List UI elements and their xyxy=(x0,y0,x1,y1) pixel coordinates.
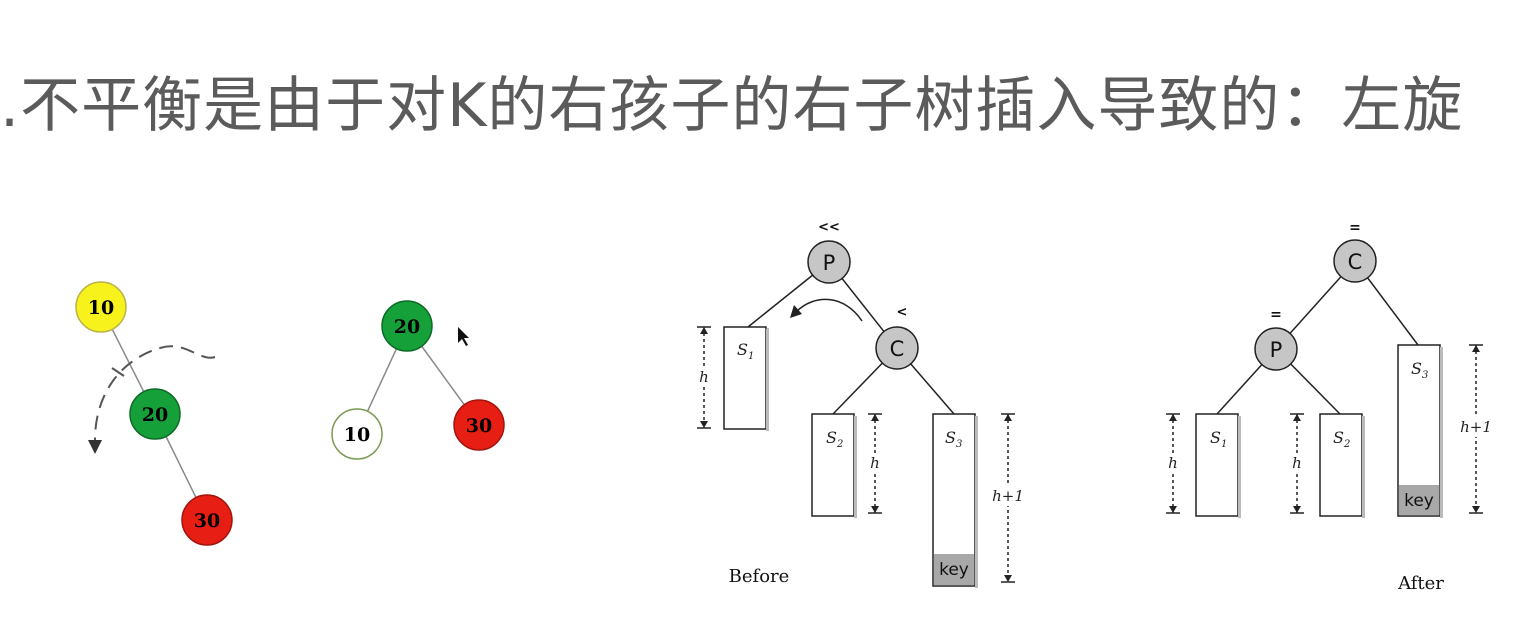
svg-text:S3: S3 xyxy=(1411,359,1428,381)
avl-before-s1-index: 1 xyxy=(748,351,754,362)
rb-node-30-right: 30 xyxy=(453,399,505,451)
avl-rotation-arrow xyxy=(795,298,863,322)
svg-text:S2: S2 xyxy=(826,428,843,450)
avl-after-node-p-label: P xyxy=(1270,338,1283,362)
svg-text:S1: S1 xyxy=(1210,428,1227,450)
avl-before-tree: P << C < S1 S2 S3 key xyxy=(697,220,1028,588)
mouse-cursor-icon xyxy=(458,327,469,346)
rb-node-30-right-label: 30 xyxy=(466,415,492,437)
rotation-arrow-dashed xyxy=(94,345,216,441)
avl-after-key-label: key xyxy=(1404,491,1434,511)
avl-after-s2-letter: S xyxy=(1333,428,1344,447)
rb-node-20-root: 20 xyxy=(381,300,433,352)
avl-after-s3-index: 3 xyxy=(1422,370,1428,381)
avl-before-s1-letter: S xyxy=(737,340,748,359)
avl-before-caption: Before xyxy=(729,566,790,587)
avl-after-height-h3: h+1 xyxy=(1456,344,1496,514)
slide-title: .不平衡是由于对K的右孩子的右子树插入导致的：左旋 xyxy=(0,71,1464,141)
svg-text:S2: S2 xyxy=(1333,428,1350,450)
avl-after-subtree-s2: S2 xyxy=(1319,413,1365,518)
avl-before-node-c-label: C xyxy=(890,337,905,361)
rb-after-tree: 20 10 30 xyxy=(331,300,505,460)
avl-before-node-c: C xyxy=(875,326,919,370)
avl-after-height-h2: h xyxy=(1290,413,1304,514)
avl-after-h2-label: h xyxy=(1292,454,1302,472)
avl-after-node-p: P xyxy=(1254,327,1298,371)
avl-before-subtree-s3: S3 key xyxy=(932,413,978,588)
rotation-arrow-tick xyxy=(111,367,125,377)
rb-node-10: 10 xyxy=(75,281,127,333)
avl-after-h3-label: h+1 xyxy=(1460,418,1492,436)
avl-before-s2-index: 2 xyxy=(836,439,843,450)
avl-before-height-h2: h xyxy=(868,413,882,514)
rb-node-10-left: 10 xyxy=(331,408,383,460)
avl-before-s3-letter: S xyxy=(945,428,956,447)
avl-after-node-c-label: C xyxy=(1348,250,1363,274)
avl-before-s3-index: 3 xyxy=(956,439,962,450)
avl-after-subtree-s1: S1 xyxy=(1195,413,1241,518)
rb-node-20-root-label: 20 xyxy=(394,316,420,338)
avl-before-height-h3: h+1 xyxy=(988,413,1028,583)
rb-node-20: 20 xyxy=(129,388,181,440)
rb-node-10-left-label: 10 xyxy=(344,424,370,446)
rb-before-tree: 10 20 30 xyxy=(75,281,233,546)
avl-after-mark-c: = xyxy=(1349,220,1361,236)
rb-node-10-label: 10 xyxy=(88,297,114,319)
rb-node-30: 30 xyxy=(181,494,233,546)
avl-before-s2-letter: S xyxy=(826,428,837,447)
avl-after-height-h1: h xyxy=(1166,413,1180,514)
avl-before-key-label: key xyxy=(939,560,969,580)
avl-after-mark-p: = xyxy=(1270,307,1282,323)
avl-after-caption: After xyxy=(1397,573,1444,594)
avl-before-mark-c: < xyxy=(897,305,908,320)
rb-node-30-label: 30 xyxy=(194,510,220,532)
avl-after-node-c: C xyxy=(1333,239,1377,283)
avl-after-s2-index: 2 xyxy=(1343,439,1350,450)
rotation-arrow-head xyxy=(88,440,102,454)
avl-before-h3-label: h+1 xyxy=(992,487,1024,505)
avl-before-subtree-s2: S2 xyxy=(811,413,857,518)
avl-after-s1-letter: S xyxy=(1210,428,1221,447)
avl-before-node-p: P xyxy=(807,240,851,284)
avl-before-h1-label: h xyxy=(699,368,709,386)
avl-before-mark-p: << xyxy=(818,220,840,235)
avl-before-node-p-label: P xyxy=(823,251,836,275)
avl-before-subtree-s1: S1 xyxy=(723,326,769,431)
avl-before-h2-label: h xyxy=(870,454,880,472)
avl-after-subtree-s3: S3 key xyxy=(1397,344,1443,518)
avl-rotation-arrow-head xyxy=(790,305,802,318)
avl-after-s3-letter: S xyxy=(1411,359,1422,378)
rb-node-20-label: 20 xyxy=(142,404,168,426)
avl-before-height-h1: h xyxy=(697,326,711,429)
avl-after-h1-label: h xyxy=(1168,454,1178,472)
svg-text:S1: S1 xyxy=(737,340,754,362)
svg-text:S3: S3 xyxy=(945,428,962,450)
avl-after-s1-index: 1 xyxy=(1221,439,1227,450)
avl-after-tree: C = P = S1 S2 S3 key xyxy=(1166,220,1496,594)
